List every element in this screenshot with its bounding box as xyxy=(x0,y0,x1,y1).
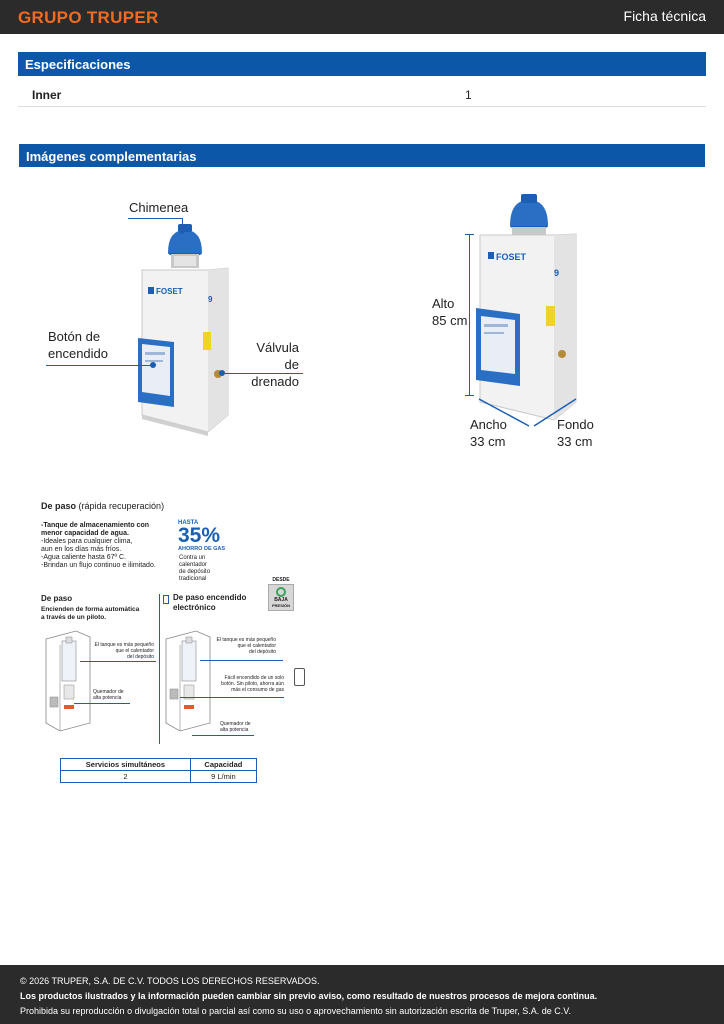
col1-tank-note: El tanque es más pequeño que el calentad… xyxy=(94,642,155,660)
col2-burner-note: Quemador de alta potencia xyxy=(220,721,251,733)
water-heater-image-left: FOSET 9 xyxy=(138,224,229,436)
callout-chimney: Chimenea xyxy=(129,200,189,215)
document-title: Ficha técnica xyxy=(623,8,706,24)
callout-button: Botón de encendido xyxy=(48,329,108,361)
callout-line xyxy=(182,218,183,230)
callout-valve: Válvula de drenado xyxy=(251,340,299,389)
truper-logo: GRUPO TRUPER xyxy=(18,8,159,27)
callout-line xyxy=(80,661,156,662)
callout-line xyxy=(200,660,283,661)
table-header: Capacidad xyxy=(189,758,258,771)
spec-label: Inner xyxy=(32,88,62,102)
table-cell: 2 xyxy=(60,770,191,783)
footer-disclaimer: Los productos ilustrados y la informació… xyxy=(20,991,598,1001)
top-bar: GRUPO TRUPER Ficha técnica xyxy=(0,0,724,34)
push-button-icon xyxy=(294,668,305,686)
heater-sketch-pilot xyxy=(45,630,91,732)
callout-dot xyxy=(179,228,185,234)
column1-description: Encienden de forma automática a través d… xyxy=(41,606,140,621)
svg-text:9: 9 xyxy=(208,295,213,304)
gauge-icon xyxy=(276,587,286,597)
phone-icon xyxy=(163,595,169,604)
brand-label-left: FOSET xyxy=(156,287,183,296)
col2-ignition-note: Fácil encendido de un solo botón. Sin pi… xyxy=(221,675,284,693)
footer: © 2026 TRUPER, S.A. DE C.V. TODOS LOS DE… xyxy=(0,965,724,1024)
callout-dot xyxy=(150,362,156,368)
capacity-table: Servicios simultáneos Capacidad 2 9 L/mi… xyxy=(60,758,258,783)
dimension-width-label: Ancho 33 cm xyxy=(470,417,507,449)
heater-sketch-electronic xyxy=(165,630,211,732)
col2-tank-note: El tanque es más pequeño que el calentad… xyxy=(216,637,277,655)
table-header: Servicios simultáneos xyxy=(60,758,191,771)
dimension-tick xyxy=(465,234,474,235)
table-row: 2 9 L/min xyxy=(60,770,258,783)
gas-savings-badge: HASTA 35% AHORRO DE GAS xyxy=(178,520,226,552)
dimension-height-label: Alto 85 cm xyxy=(432,296,468,328)
infographic-title: De paso (rápida recuperación) xyxy=(41,501,165,511)
callout-dot xyxy=(219,370,225,376)
gas-savings-description: Contra un calentador de depósito tradici… xyxy=(179,555,211,582)
callout-line xyxy=(180,697,284,698)
callout-line xyxy=(222,373,303,374)
column1-title: De paso xyxy=(41,594,73,603)
infographic-bullets: -Tanque de almacenamiento con menor capa… xyxy=(41,522,156,569)
specs-heading: Especificaciones xyxy=(18,52,706,76)
column-divider xyxy=(159,594,160,744)
col1-burner-note: Quemador de alta potencia xyxy=(93,689,124,701)
callout-line xyxy=(192,735,254,736)
callout-line xyxy=(74,703,130,704)
footer-prohibition: Prohibida su reproducción o divulgación … xyxy=(20,1006,571,1016)
callout-line xyxy=(46,365,152,366)
callout-line xyxy=(128,218,182,219)
dimension-tick xyxy=(465,395,474,396)
spec-value: 1 xyxy=(465,88,472,102)
low-pressure-badge: DESDE BAJA PRESIÓN xyxy=(268,577,294,611)
table-cell: 9 L/min xyxy=(189,770,258,783)
water-heater-image-right: FOSET 9 xyxy=(476,194,577,421)
dimension-base-lines xyxy=(478,398,577,427)
spec-row: Inner 1 xyxy=(18,82,706,107)
footer-copyright: © 2026 TRUPER, S.A. DE C.V. TODOS LOS DE… xyxy=(20,976,320,986)
brand-label-right: FOSET xyxy=(496,252,527,262)
column2-title: De paso encendido electrónico xyxy=(173,593,247,612)
dimension-depth-label: Fondo 33 cm xyxy=(557,417,594,449)
images-heading: Imágenes complementarias xyxy=(19,144,705,167)
dimension-height-line xyxy=(469,234,470,396)
svg-text:9: 9 xyxy=(554,268,559,278)
